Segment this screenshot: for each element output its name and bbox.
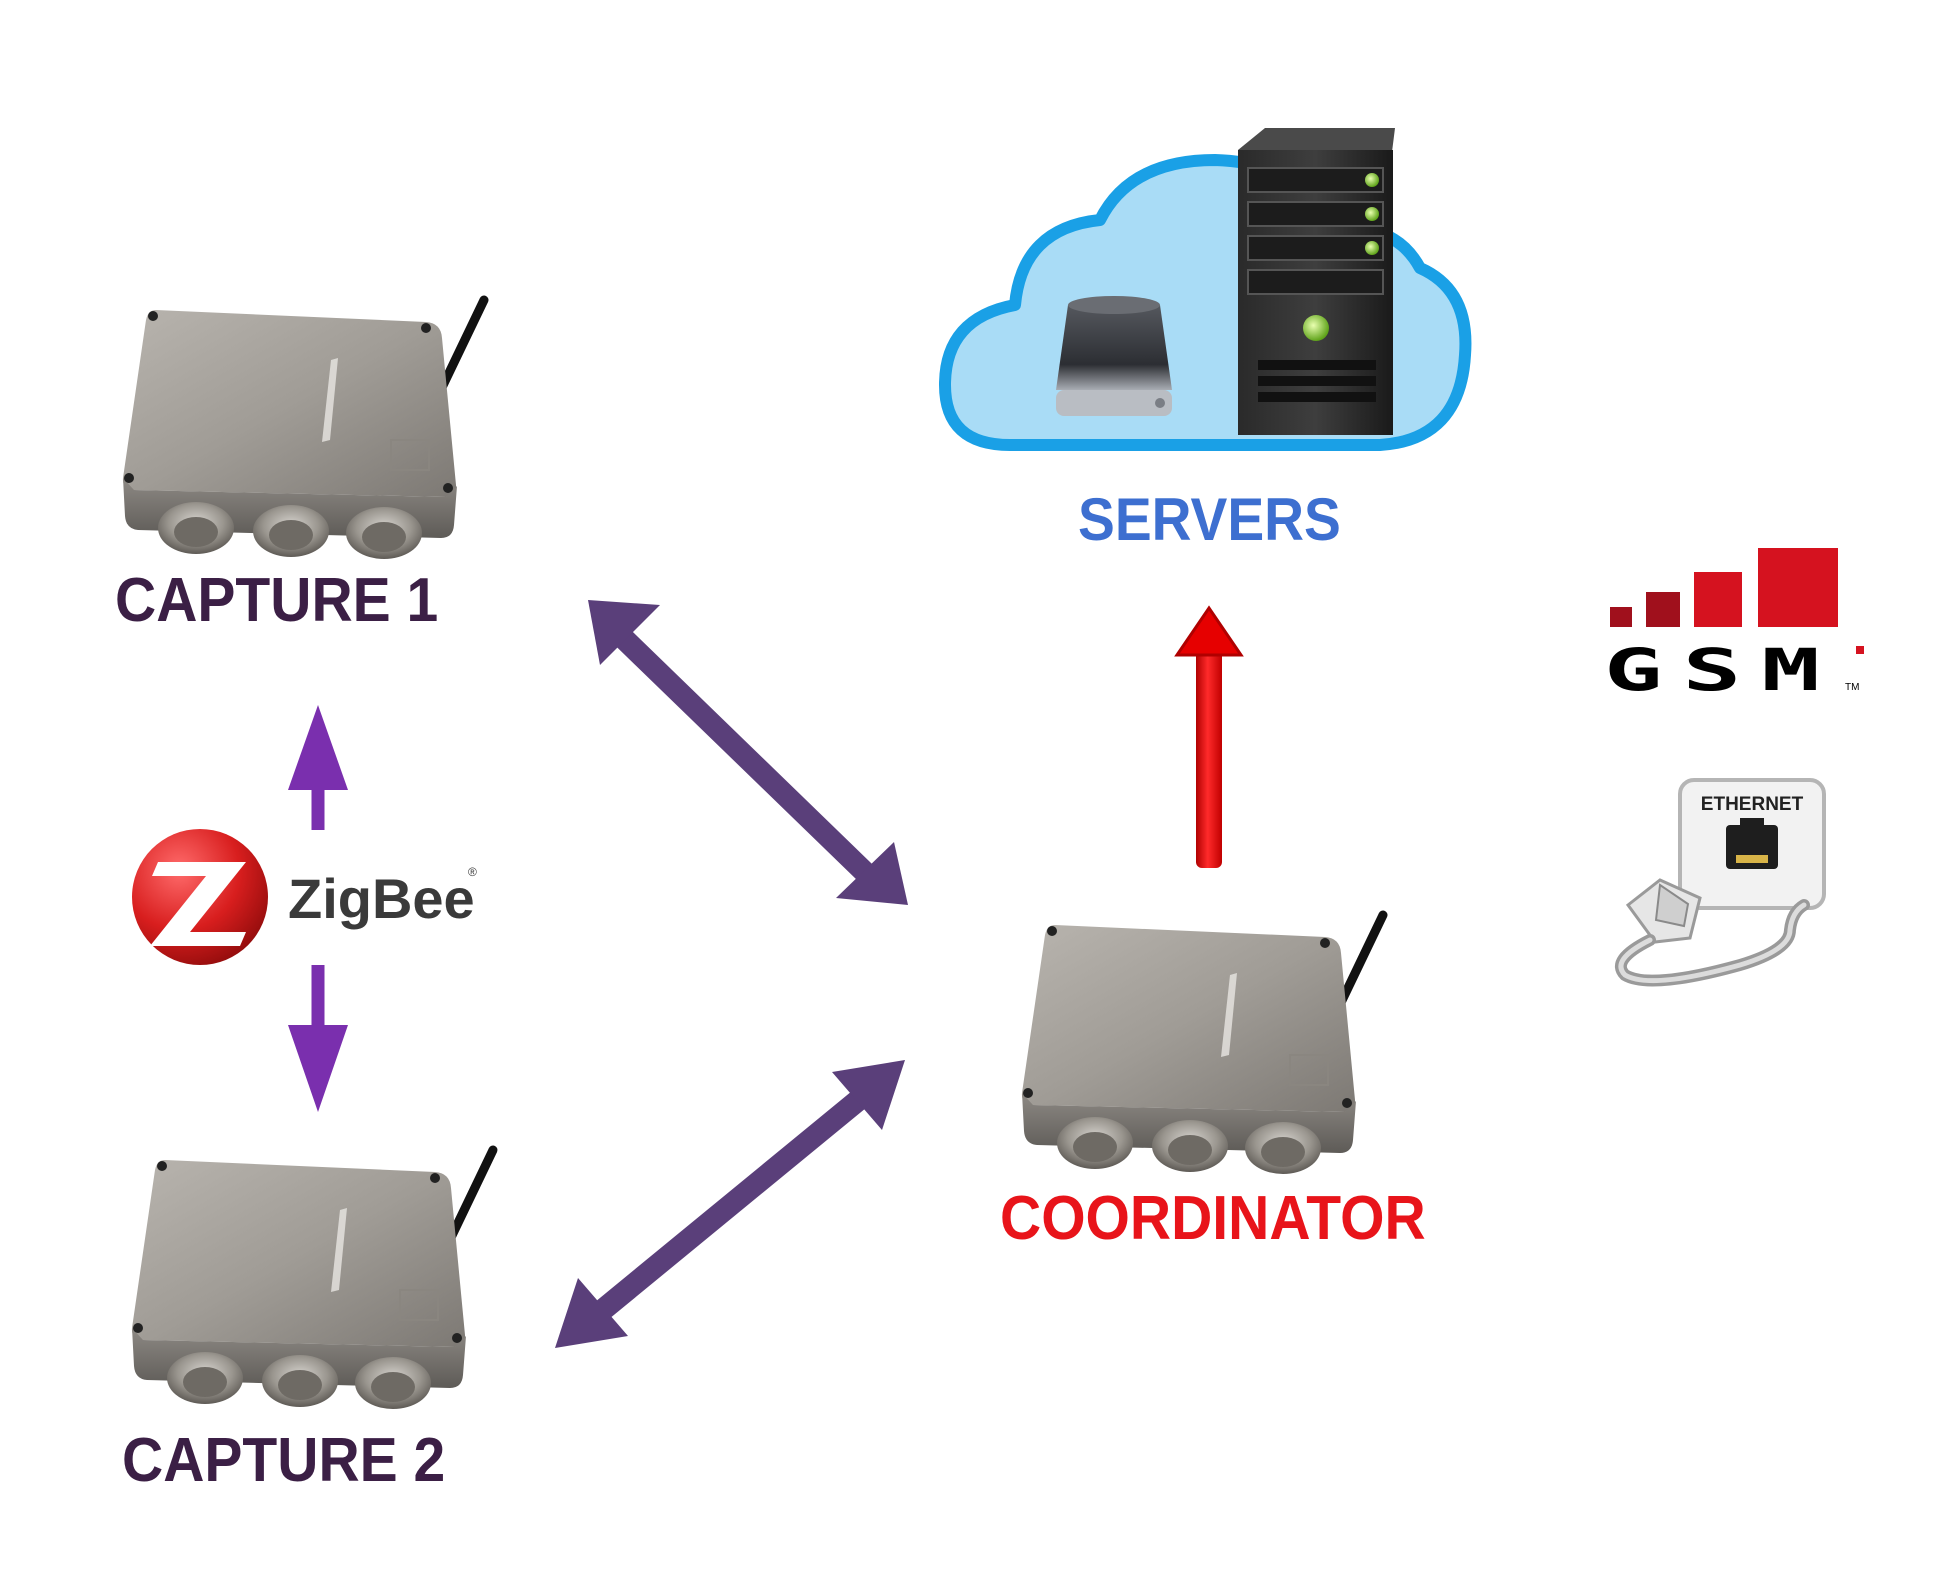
zigbee-arrow-down bbox=[288, 965, 348, 1112]
capture2-device bbox=[132, 1150, 493, 1409]
ethernet-label: ETHERNET bbox=[1701, 794, 1804, 815]
zigbee-registered-mark: ® bbox=[468, 865, 477, 879]
hard-drive-icon bbox=[1056, 296, 1172, 416]
capture2-label: CAPTURE 2 bbox=[122, 1426, 446, 1495]
coordinator-device bbox=[1022, 915, 1383, 1174]
capture1-label: CAPTURE 1 bbox=[115, 566, 439, 635]
servers-label: SERVERS bbox=[1078, 486, 1341, 553]
gsm-logo-text: GSM bbox=[1604, 636, 1840, 704]
gsm-tm-mark: TM bbox=[1845, 682, 1859, 693]
gsm-logo-icon: GSM TM bbox=[1604, 548, 1864, 704]
ethernet-port-icon: ETHERNET bbox=[1614, 778, 1826, 987]
zigbee-logo-text: ZigBee bbox=[288, 867, 475, 930]
server-tower-icon bbox=[1238, 128, 1395, 435]
capture1-device bbox=[123, 300, 484, 559]
coordinator-label: COORDINATOR bbox=[1000, 1184, 1426, 1253]
zigbee-logo-icon: ZigBee ® bbox=[132, 829, 477, 965]
link-arrow-capture2-coordinator bbox=[555, 1060, 905, 1348]
zigbee-arrow-up bbox=[288, 705, 348, 830]
link-arrow-capture1-coordinator bbox=[588, 600, 908, 905]
uplink-arrow-coordinator-servers bbox=[1174, 605, 1244, 868]
